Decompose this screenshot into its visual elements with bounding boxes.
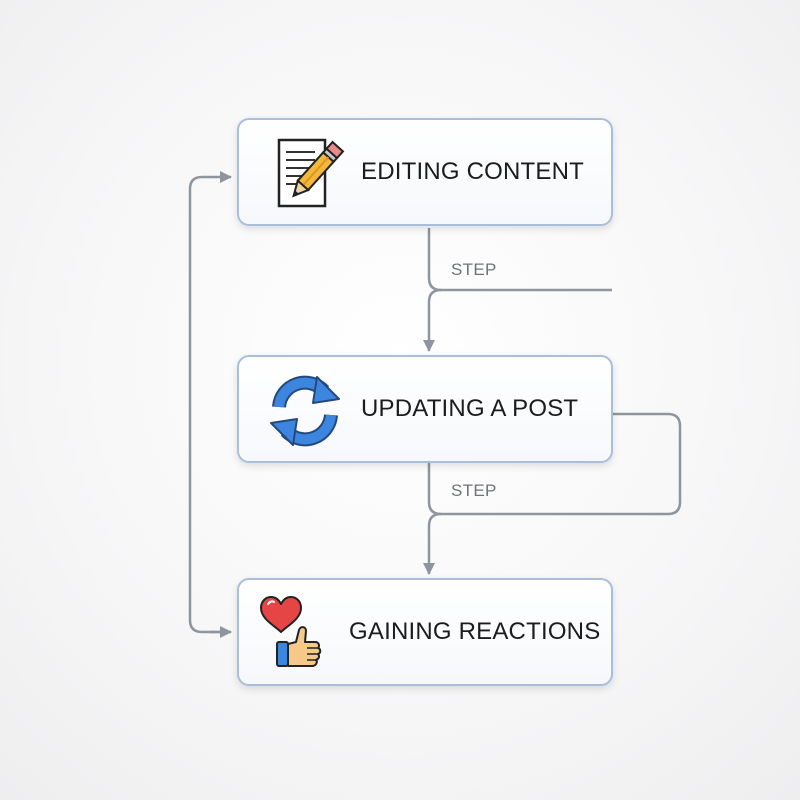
step-2-stub-line [427, 463, 442, 516]
step-1-label: STEP [451, 260, 497, 279]
node-updating-a-post: UPDATING A POST [237, 355, 613, 463]
step-1-arrow [423, 288, 442, 352]
node-updating-a-post-label: UPDATING A POST [361, 395, 579, 422]
node-editing-content: EDITING CONTENT [237, 118, 613, 226]
step-1-connector-line [427, 228, 612, 292]
node-gaining-reactions-label: GAINING REACTIONS [349, 618, 601, 645]
node-editing-content-label: EDITING CONTENT [361, 158, 584, 185]
heart-and-thumbs-up-icon [260, 596, 322, 667]
step-2-connector-line [441, 412, 682, 516]
thumbs-up-icon [276, 626, 322, 667]
heart-icon [260, 596, 302, 633]
document-with-pencil-icon [277, 138, 345, 208]
feedback-loop-line [188, 171, 232, 634]
step-2-arrow [423, 512, 442, 575]
node-gaining-reactions: GAINING REACTIONS [237, 578, 613, 686]
step-2-label: STEP [451, 481, 497, 500]
refresh-arrows-icon [270, 375, 340, 447]
